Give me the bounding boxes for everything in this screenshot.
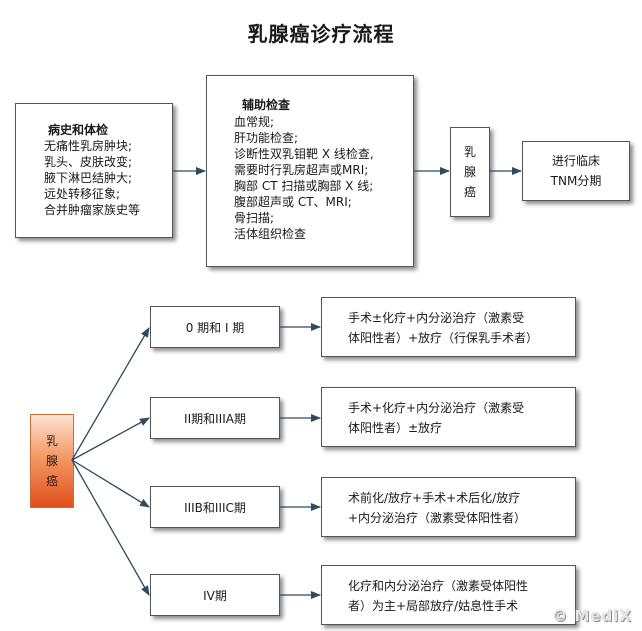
arrow-cancer-to-stage-2-3a (71, 417, 150, 461)
treatment-line: +内分泌治疗（激素受体阳性者） (348, 511, 527, 525)
history-line: 腋下淋巴结肿大; (44, 171, 133, 185)
diagnosis-box: 乳 腺 癌 (450, 127, 490, 217)
history-exam-title: 病史和体检 (48, 123, 109, 137)
diagnosis-char: 腺 (463, 165, 476, 179)
exam-line: 诊断性双乳钼靶 X 线检查, (234, 147, 374, 161)
tnm-staging-box: 进行临床 TNM分期 (522, 141, 630, 201)
history-line: 远处转移征象; (44, 187, 121, 201)
cancer-char: 癌 (45, 474, 58, 488)
history-line: 无痛性乳房肿块; (44, 139, 133, 153)
cancer-char: 腺 (45, 454, 58, 468)
exam-line: 肝功能检查; (234, 131, 299, 145)
stage-box: IV期 (150, 574, 280, 616)
tnm-line: 进行临床 (551, 154, 600, 168)
stage-label: II期和IIIA期 (184, 411, 246, 426)
exam-line: 需要时行乳房超声或MRI; (234, 163, 369, 177)
cancer-char: 乳 (45, 434, 58, 448)
history-line: 乳头、皮肤改变; (44, 155, 133, 169)
stage-label: 0 期和 I 期 (185, 320, 245, 335)
treatment-line: 手术+化疗+内分泌治疗（激素受 (348, 401, 525, 415)
arrow-cancer-to-stage-4 (71, 459, 150, 596)
arrow-cancer-to-stage-3b-3c (71, 459, 150, 508)
diagnosis-char: 癌 (463, 185, 476, 199)
treatment-line: 者）为主+局部放疗/姑息性手术 (348, 599, 519, 613)
tnm-line: TNM分期 (550, 174, 602, 188)
stage-label: IIIB和IIIC期 (184, 500, 246, 515)
exam-line: 腹部超声或 CT、MRI; (234, 195, 352, 209)
exam-line: 血常规; (234, 115, 275, 129)
stage-box: 0 期和 I 期 (150, 306, 280, 348)
auxiliary-exam-title: 辅助检查 (242, 98, 291, 112)
treatment-line: 体阳性者）±放疗 (348, 421, 443, 435)
arrow-cancer-to-stage-0-1 (71, 327, 150, 461)
diagnosis-char: 乳 (463, 145, 476, 159)
page-title: 乳腺癌诊疗流程 (247, 22, 395, 46)
treatment-box: 手术±化疗+内分泌治疗（激素受 体阳性者）+放疗（行保乳手术者） (321, 297, 576, 357)
treatment-line: 体阳性者）+放疗（行保乳手术者） (348, 331, 539, 345)
watermark-logo: © MediX (552, 607, 632, 625)
treatment-line: 化疗和内分泌治疗（激素受体阳性 (348, 579, 529, 593)
history-exam-box: 病史和体检 无痛性乳房肿块; 乳头、皮肤改变; 腋下淋巴结肿大; 远处转移征象;… (15, 103, 173, 238)
stage-box: II期和IIIA期 (150, 397, 280, 439)
exam-line: 活体组织检查 (234, 227, 307, 241)
stage-box: IIIB和IIIC期 (150, 486, 280, 528)
treatment-box: 术前化/放疗+手术+术后化/放疗 +内分泌治疗（激素受体阳性者） (321, 477, 576, 537)
stage-label: IV期 (203, 588, 227, 603)
treatment-line: 术前化/放疗+手术+术后化/放疗 (348, 491, 521, 505)
history-line: 合并肿瘤家族史等 (44, 203, 141, 217)
exam-line: 胸部 CT 扫描或胸部 X 线; (234, 179, 374, 193)
auxiliary-exam-box: 辅助检查 血常规; 肝功能检查; 诊断性双乳钼靶 X 线检查, 需要时行乳房超声… (206, 75, 414, 267)
treatment-box: 化疗和内分泌治疗（激素受体阳性 者）为主+局部放疗/姑息性手术 (321, 565, 576, 625)
breast-cancer-box: 乳 腺 癌 (30, 414, 74, 508)
treatment-box: 手术+化疗+内分泌治疗（激素受 体阳性者）±放疗 (321, 387, 576, 447)
exam-line: 骨扫描; (234, 211, 275, 225)
treatment-line: 手术±化疗+内分泌治疗（激素受 (348, 311, 525, 325)
